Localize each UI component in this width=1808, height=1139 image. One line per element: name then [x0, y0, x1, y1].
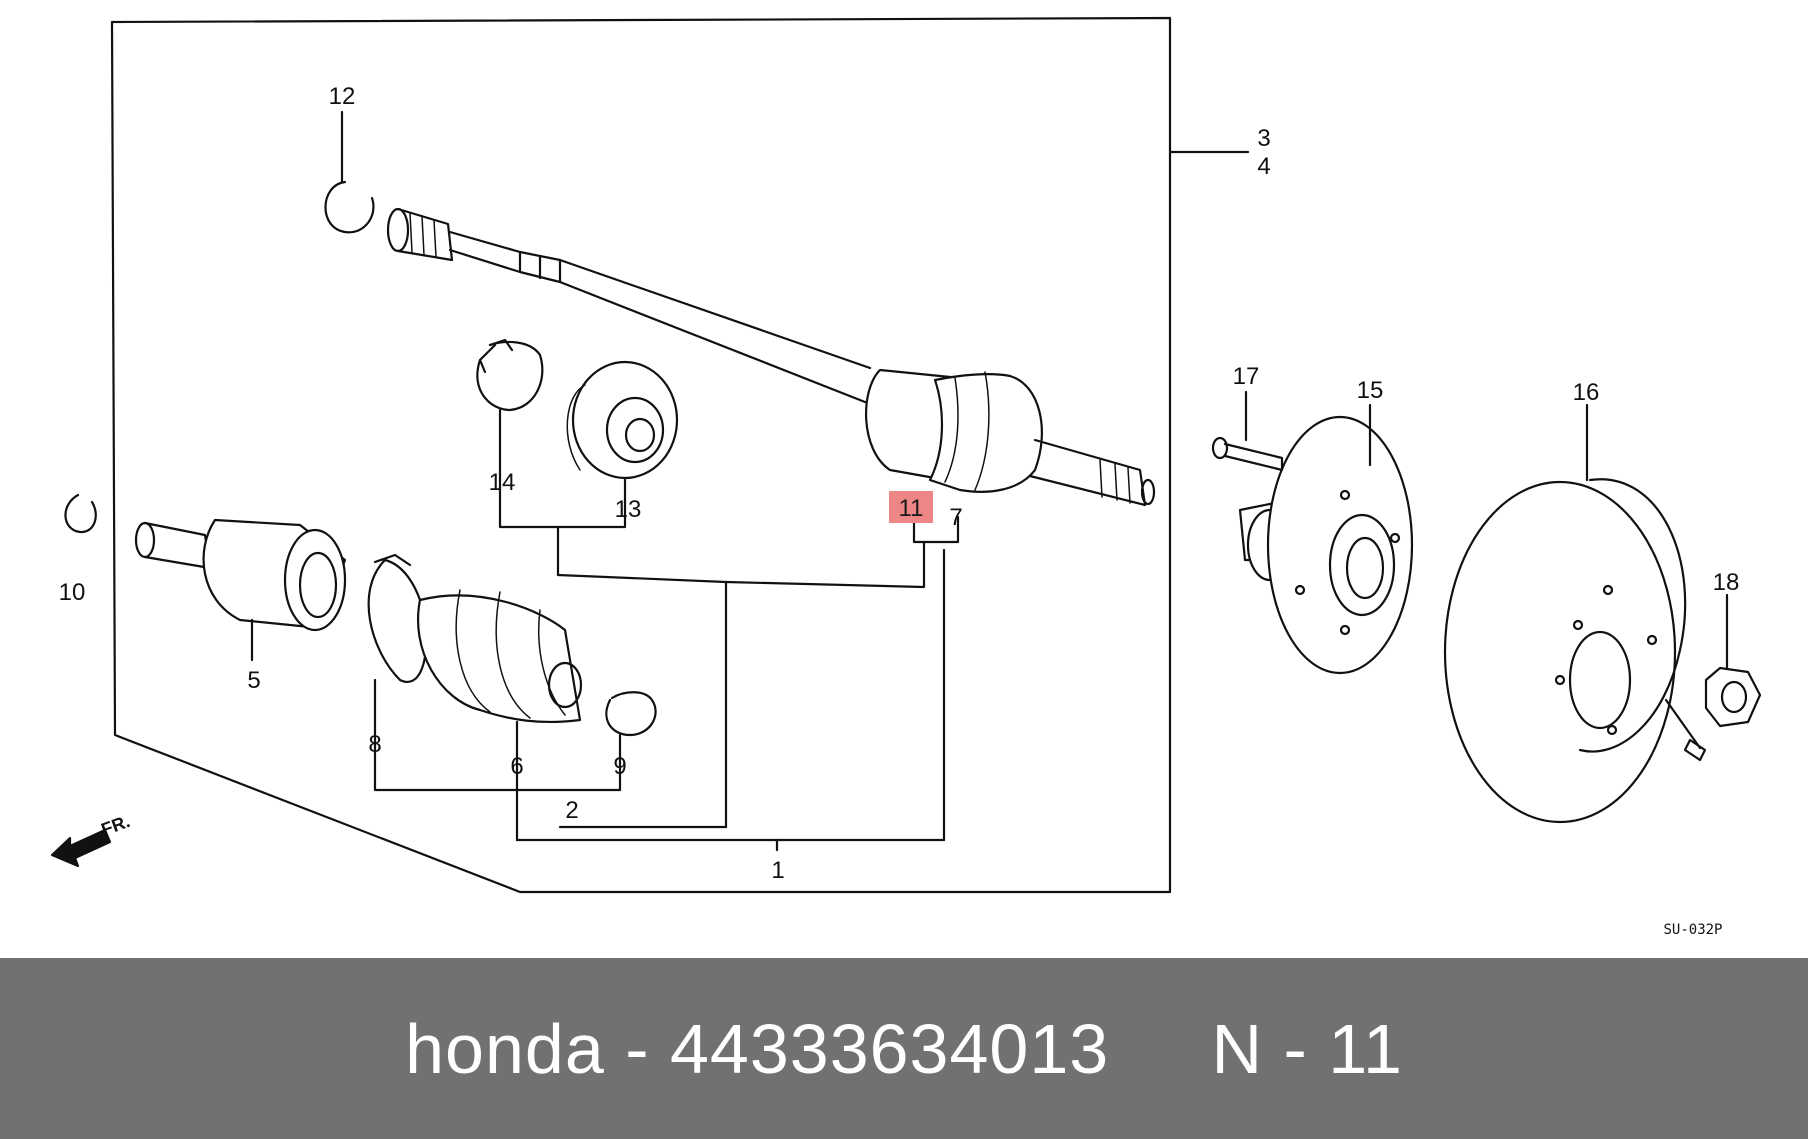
callout-10: 10	[59, 579, 86, 606]
callout-9: 9	[613, 753, 626, 780]
brake-disc-16	[1443, 478, 1687, 824]
callout-8: 8	[368, 731, 381, 758]
callout-7: 7	[949, 504, 962, 531]
callout-4: 4	[1257, 153, 1270, 180]
callout-6: 6	[510, 753, 523, 780]
front-direction-label: FR.	[99, 811, 133, 840]
bolt-17	[1211, 436, 1284, 472]
nut-18	[1704, 666, 1762, 728]
hub-15	[1238, 415, 1414, 675]
circlip-12	[324, 180, 375, 234]
callout-3: 3	[1257, 125, 1270, 152]
disc-screw	[1664, 698, 1707, 762]
callout-16: 16	[1573, 379, 1600, 406]
boot-6	[417, 589, 583, 724]
callout-18: 18	[1713, 569, 1740, 596]
part-info-text: honda - 44333634013 N - 11	[405, 1009, 1403, 1088]
outer-cv-joint	[865, 368, 1156, 507]
callout-5: 5	[247, 667, 260, 694]
part-info-banner: honda - 44333634013 N - 11	[0, 958, 1808, 1139]
highlight-11	[889, 491, 933, 523]
boot-band-9	[605, 691, 657, 737]
boot-band-14	[476, 338, 544, 412]
boot-band-8	[367, 553, 428, 683]
drive-shaft	[386, 207, 872, 404]
callout-17: 17	[1233, 363, 1260, 390]
callout-15: 15	[1357, 377, 1384, 404]
bearing-13	[566, 360, 679, 480]
callout-11: 11	[899, 495, 924, 522]
callout-13: 13	[615, 496, 642, 523]
callout-2: 2	[565, 797, 578, 824]
callout-12: 12	[329, 83, 356, 110]
callout-1: 1	[771, 857, 784, 884]
front-direction-arrow	[50, 828, 112, 868]
bracket-lines	[373, 468, 960, 852]
callout-14: 14	[489, 469, 516, 496]
exploded-parts-diagram: FR. 12 3 4 14 13 11 7 10 5 8 6 9 2 1 17 …	[50, 16, 1762, 938]
diagram-code: SU-032P	[1663, 922, 1722, 938]
assembly-frame	[110, 16, 1172, 894]
circlip-10	[64, 493, 97, 534]
inner-joint-5	[134, 518, 347, 632]
